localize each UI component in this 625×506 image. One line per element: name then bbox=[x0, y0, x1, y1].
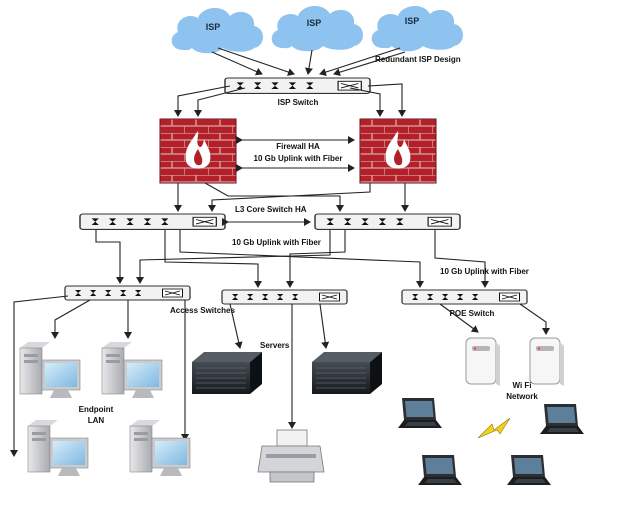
desktop-pc-icon bbox=[19, 341, 81, 399]
laptop-icon bbox=[398, 398, 442, 428]
laptop-icon bbox=[418, 455, 462, 485]
uplink-fiber-label-3: 10 Gb Uplink with Fiber bbox=[440, 267, 529, 276]
core-switch-label: L3 Core Switch HA bbox=[235, 205, 307, 214]
core-switch-2 bbox=[314, 213, 461, 231]
servers-label: Servers bbox=[260, 341, 290, 350]
access-switch-1 bbox=[64, 285, 191, 301]
isp-cloud-2: ISP bbox=[271, 5, 363, 52]
firewall-ha-label: Firewall HA bbox=[276, 142, 320, 151]
firewall-icon bbox=[159, 118, 237, 184]
redundant-isp-label: Redundant ISP Design bbox=[375, 55, 461, 64]
wires-lan bbox=[10, 295, 189, 457]
desktop-pc-icon bbox=[27, 419, 89, 477]
desktop-pc-icon bbox=[129, 419, 191, 477]
wifi-label: Wi Fi bbox=[512, 381, 531, 390]
isp-cloud-label: ISP bbox=[307, 18, 322, 28]
lan-label: LAN bbox=[88, 416, 105, 425]
core-switch-1 bbox=[79, 213, 226, 231]
isp-cloud-label: ISP bbox=[405, 16, 420, 26]
isp-cloud-3: ISP bbox=[371, 5, 463, 52]
access-point-icon bbox=[529, 337, 565, 387]
server-icon bbox=[311, 351, 383, 395]
laptop-icon bbox=[540, 404, 584, 434]
isp-cloud-1: ISP bbox=[171, 7, 263, 54]
poe-switch bbox=[401, 289, 528, 305]
wires-poe bbox=[439, 303, 550, 335]
wires-isp-fw bbox=[174, 83, 406, 117]
isp-switch bbox=[224, 77, 371, 95]
isp-switch-label: ISP Switch bbox=[278, 98, 319, 107]
printer-icon bbox=[257, 429, 325, 483]
uplink-fiber-label-2: 10 Gb Uplink with Fiber bbox=[232, 238, 321, 247]
server-icon bbox=[191, 351, 263, 395]
poe-switch-label: POE Switch bbox=[450, 309, 495, 318]
access-switches-label: Access Switches bbox=[170, 306, 235, 315]
uplink-fiber-label-1: 10 Gb Uplink with Fiber bbox=[254, 154, 343, 163]
network-label: Network bbox=[506, 392, 538, 401]
cloud-icon bbox=[271, 5, 363, 52]
endpoint-label: Endpoint bbox=[79, 405, 114, 414]
wires-core-access bbox=[95, 230, 489, 288]
isp-cloud-label: ISP bbox=[206, 22, 221, 32]
desktop-pc-icon bbox=[101, 341, 163, 399]
laptop-icon bbox=[507, 455, 551, 485]
wires-servers bbox=[229, 303, 330, 429]
wires-fw-core bbox=[174, 182, 409, 212]
lightning-icon bbox=[477, 417, 511, 439]
cloud-icon bbox=[371, 5, 463, 52]
access-point-icon bbox=[465, 337, 501, 387]
wires-isp bbox=[211, 47, 406, 77]
firewall-icon bbox=[359, 118, 437, 184]
access-switch-2 bbox=[221, 289, 348, 305]
